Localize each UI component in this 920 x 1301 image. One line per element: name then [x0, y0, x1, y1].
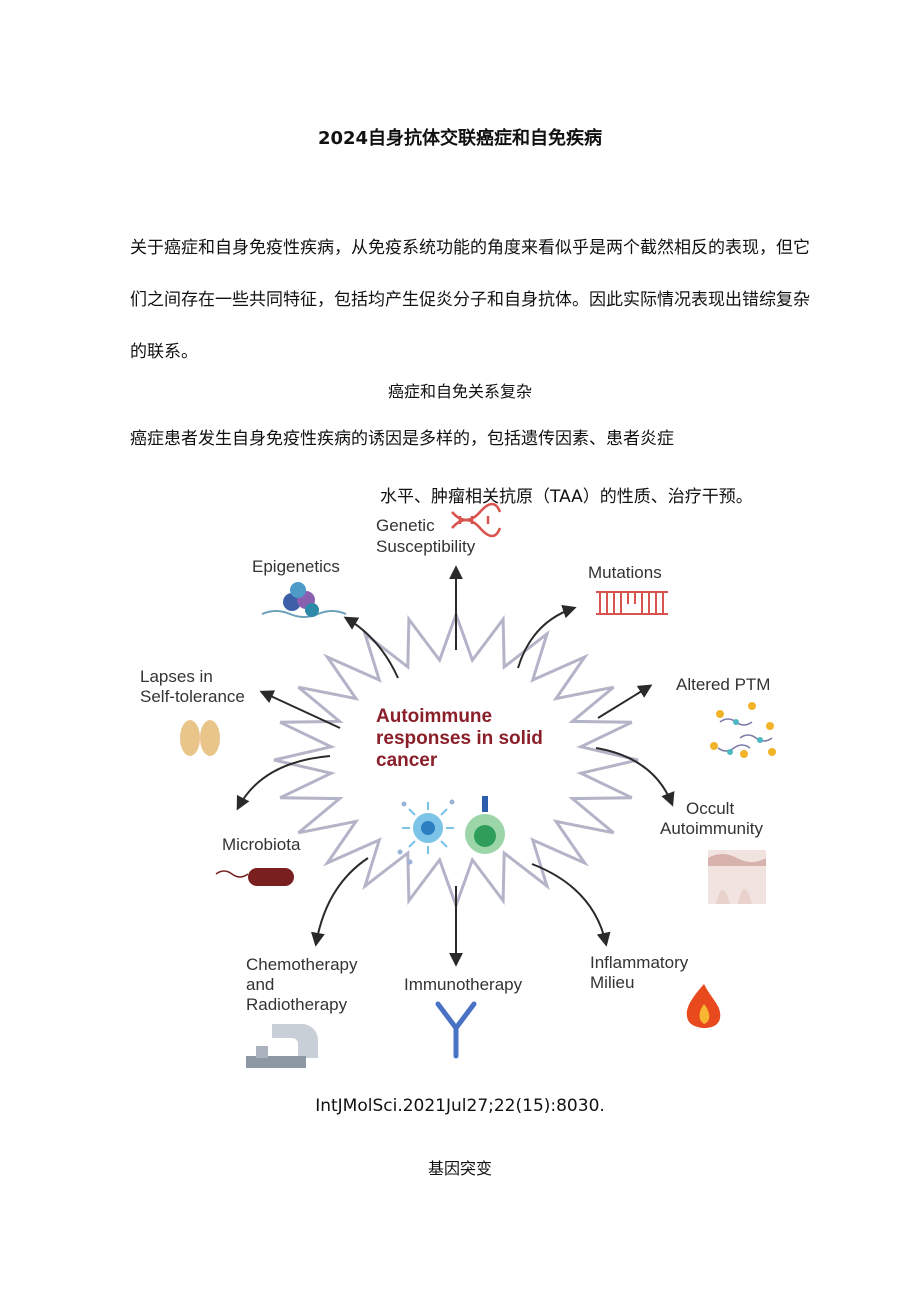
antibody-icon	[435, 1001, 477, 1059]
subheading: 癌症和自免关系复杂	[387, 382, 532, 401]
t-cell-icon	[465, 796, 505, 854]
causes-line-1: 癌症患者发生自身免疫性疾病的诱因是多样的，包括遗传因素、患者炎症	[130, 429, 674, 449]
citation: IntJMolSci.2021Jul27;22(15):8030.	[315, 1096, 605, 1116]
thyroid-icon	[180, 720, 220, 756]
label-altered-ptm: Altered PTM	[676, 675, 770, 694]
label-genetic-1: Genetic	[376, 516, 435, 535]
section-heading: 基因突变	[427, 1159, 492, 1178]
tissue-icon	[708, 850, 766, 904]
autoimmune-cancer-diagram: Autoimmune responses in solid cancer Gen…	[140, 502, 776, 1068]
label-immunotherapy: Immunotherapy	[404, 975, 523, 994]
center-label-1: Autoimmune	[376, 706, 492, 727]
label-microbiota: Microbiota	[222, 835, 301, 854]
label-occult-1: Occult	[686, 799, 734, 818]
arrow-occult	[595, 747, 675, 807]
label-mutations: Mutations	[588, 563, 662, 582]
arrows	[236, 565, 675, 967]
arrow-epigenetics	[343, 616, 399, 679]
arrow-inflammatory	[531, 863, 611, 947]
protein-modification-icon	[710, 702, 776, 758]
starburst-shape	[273, 609, 639, 911]
center-label-3: cancer	[376, 750, 438, 771]
arrow-chemo	[311, 857, 369, 947]
nucleosome-icon	[261, 582, 347, 618]
document-title: 2024自身抗体交联癌症和自免疾病	[317, 128, 603, 149]
label-lapses-1: Lapses in	[140, 667, 213, 686]
label-genetic-2: Susceptibility	[376, 537, 476, 556]
flame-icon	[686, 984, 721, 1028]
intro-paragraph: 关于癌症和自身免疫性疾病，从免疫系统功能的角度来看似乎是两个截然相反的表现，但它…	[130, 238, 810, 362]
label-chemo-2: and	[246, 975, 274, 994]
dna-icon	[451, 502, 502, 538]
label-inflam-1: Inflammatory	[590, 953, 689, 972]
arrow-mutations	[517, 604, 577, 669]
label-chemo-1: Chemotherapy	[246, 955, 358, 974]
bacterium-icon	[215, 868, 294, 886]
immune-cell-icon	[397, 799, 455, 865]
arrow-lapses	[259, 690, 341, 729]
causes-line-2: 水平、肿瘤相关抗原（TAA）的性质、治疗干预。	[380, 487, 753, 507]
center-label-2: responses in solid	[376, 728, 543, 749]
label-chemo-3: Radiotherapy	[246, 995, 348, 1014]
arrow-microbiota	[236, 755, 331, 811]
label-inflam-2: Milieu	[590, 973, 634, 992]
mutation-bars-icon	[596, 591, 668, 615]
radiotherapy-machine-icon	[246, 1024, 318, 1068]
arrow-altered-ptm	[597, 684, 653, 719]
label-lapses-2: Self-tolerance	[140, 687, 245, 706]
label-occult-2: Autoimmunity	[660, 819, 763, 838]
label-epigenetics: Epigenetics	[252, 557, 340, 576]
